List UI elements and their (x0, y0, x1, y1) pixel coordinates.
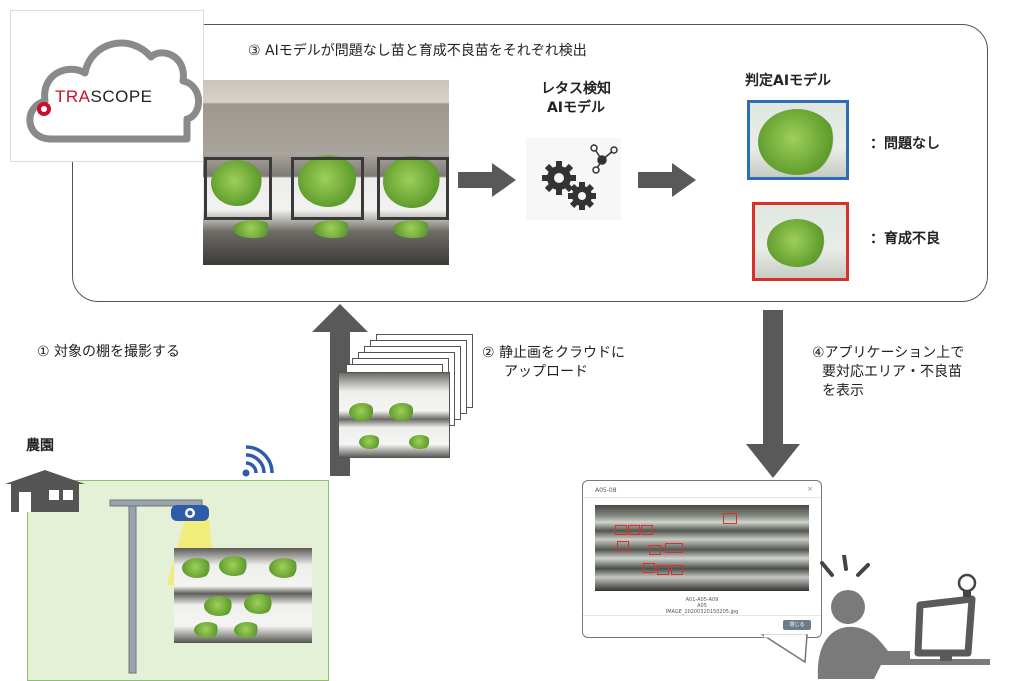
detector-line1: レタス検知 (541, 81, 611, 97)
caption-line2: A05 (697, 603, 707, 609)
app-monitor: A05-08 × A01-A05-A09 A05 IMAGE_202003201… (582, 480, 822, 638)
step3-label: ③ AIモデルが問題なし苗と育成不良苗をそれぞれ検出 (248, 43, 587, 59)
bad-label: ：育成不良 (870, 231, 940, 247)
judge-title: 判定AIモデル (745, 73, 832, 89)
wifi-icon (242, 445, 274, 477)
shelf-photo (203, 80, 449, 265)
photo-stack (338, 334, 478, 459)
arrow-right-icon (638, 163, 696, 197)
brand-name: TRASCOPE (55, 87, 153, 106)
gears-ai-icon (526, 138, 621, 220)
house-icon (5, 470, 85, 512)
step2-line1: ② 静止画をクラウドに (482, 345, 626, 361)
ok-seedling-image (747, 100, 849, 180)
shelf-image (595, 505, 809, 591)
farm-shelf-photo (174, 548, 312, 643)
step2-line2: アップロード (504, 364, 588, 380)
step1-label: ① 対象の棚を撮影する (37, 344, 181, 360)
step2-label: ② 静止画をクラウドに アップロード (482, 344, 625, 382)
caption-line3: IMAGE_20200320150205.jpg (665, 609, 739, 615)
step4-line3: を表示 (822, 383, 864, 399)
arrow-right-icon (458, 163, 516, 197)
caption-line1: A01-A05-A09 (685, 597, 719, 603)
ok-label: ：問題なし (870, 136, 940, 152)
detector-title: レタス検知 AIモデル (521, 80, 631, 118)
step4-label: ④アプリケーション上で 要対応エリア・不良苗 を表示 (812, 344, 964, 401)
cloud-process-box (72, 24, 988, 302)
detector-line2: AIモデル (546, 100, 606, 116)
close-button[interactable]: 閉じる (783, 620, 811, 630)
step4-line1: ④アプリケーション上で (812, 345, 965, 361)
detection-box (377, 157, 449, 220)
detection-box (291, 157, 364, 220)
image-caption: A01-A05-A09 A05 IMAGE_20200320150205.jpg (583, 597, 821, 615)
step4-line2: 要対応エリア・不良苗 (822, 364, 962, 380)
window-title: A05-08 (595, 487, 617, 494)
arrow-down-icon (746, 310, 800, 478)
cloud-icon (26, 39, 202, 143)
trascope-logo-box (10, 10, 204, 162)
detection-box (204, 157, 272, 220)
bubble-tail (760, 634, 808, 664)
farm-label: 農園 (26, 438, 54, 454)
person-at-computer-icon (817, 555, 990, 679)
lightbulb-icon (957, 573, 977, 597)
close-icon[interactable]: × (807, 485, 813, 493)
bad-seedling-image (752, 202, 849, 281)
